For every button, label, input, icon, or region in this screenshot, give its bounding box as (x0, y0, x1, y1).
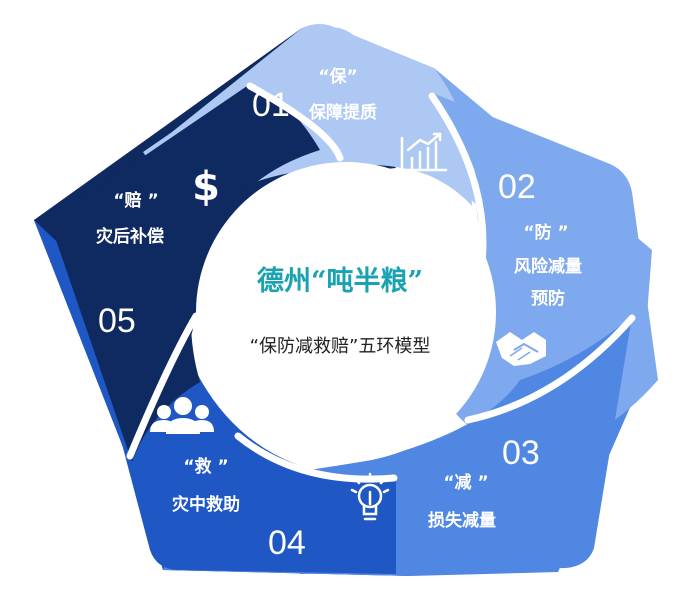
segment-04-number: 04 (268, 524, 306, 562)
segment-01-keyword: “保” (318, 66, 357, 87)
segment-04-keyword: “救 ” (183, 456, 228, 477)
people-icon (150, 397, 214, 434)
segment-01-label: 保障提质 (308, 102, 377, 123)
segment-02-label-line2: 预防 (531, 288, 565, 309)
segment-04-label: 灾中救助 (172, 494, 240, 515)
segment-03-keyword: “减 ” (443, 472, 488, 493)
segment-03-label: 损失减量 (428, 510, 496, 531)
swirl-separators (126, 82, 636, 483)
segment-05-fill (55, 84, 320, 462)
handshake-icon (496, 332, 546, 366)
segment-05-keyword: “赔 ” (113, 190, 158, 211)
segment-01-number: 01 (252, 86, 290, 124)
center-subtitle: “保防减救赔”五环模型 (250, 336, 431, 357)
segment-02-label-line1: 风险减量 (514, 256, 582, 277)
segment-05-number: 05 (98, 302, 136, 340)
bar-chart-icon (400, 132, 448, 172)
segment-02-keyword: “防 ” (523, 222, 568, 243)
center-title: 德州“吨半粮” (257, 265, 423, 297)
segment-05-label: 灾后补偿 (96, 226, 164, 247)
segment-02-number: 02 (498, 168, 536, 206)
dollar-icon: $ (192, 164, 220, 210)
center-circle (196, 162, 496, 462)
segment-03-number: 03 (502, 434, 540, 472)
lightbulb-icon (350, 472, 390, 521)
